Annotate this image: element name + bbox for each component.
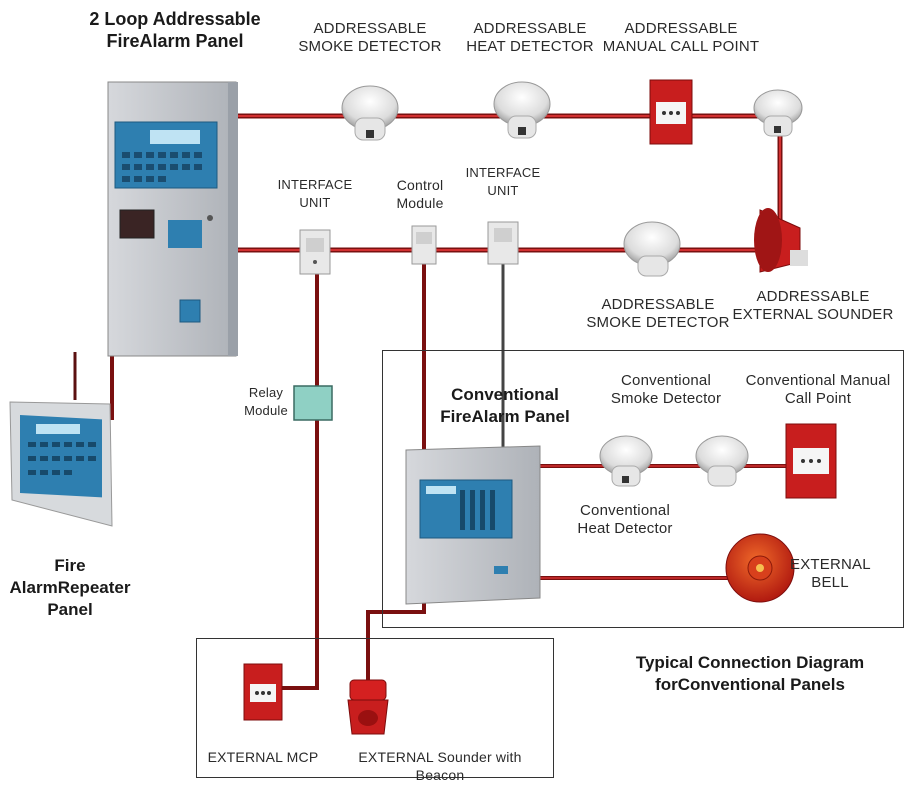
main-panel-title: 2 Loop Addressable FireAlarm Panel <box>89 9 261 51</box>
conventional-smoke-detector <box>695 435 749 487</box>
addressable-smoke-detector-mid <box>623 221 681 277</box>
conventional-manual-call-point <box>785 423 837 499</box>
repeater-panel <box>9 401 113 527</box>
addressable-smoke-detector-top <box>341 85 399 141</box>
repeater-panel-title: Fire AlarmRepeater Panel <box>9 556 131 619</box>
addressable-heat-detector-top <box>493 81 551 139</box>
conventional-heat-detector <box>599 435 653 487</box>
interface-unit-1 <box>299 229 331 275</box>
addressable-manual-call-point <box>649 79 693 145</box>
addressable-external-sounder <box>754 208 808 273</box>
relay-wire <box>282 270 319 690</box>
relay-module <box>293 385 333 421</box>
external-mcp-label: EXTERNAL MCP <box>207 749 319 765</box>
conventional-panel-title: Conventional FireAlarm Panel <box>440 385 570 426</box>
addressable-detector-top-right <box>753 89 803 137</box>
main-panel <box>107 81 238 357</box>
conventional-panel <box>405 445 541 605</box>
external-sounder-beacon <box>347 679 389 735</box>
sounder-wire <box>366 262 426 680</box>
diagram-caption: Typical Connection Diagram forConvention… <box>635 653 865 694</box>
external-devices-box <box>196 638 554 778</box>
interface-unit-2 <box>487 221 519 265</box>
external-sounder-label: EXTERNAL Sounder with Beacon <box>358 749 522 783</box>
control-module <box>411 225 437 265</box>
external-bell <box>725 533 795 603</box>
conventional-section-box <box>382 350 904 628</box>
external-mcp <box>243 663 283 721</box>
